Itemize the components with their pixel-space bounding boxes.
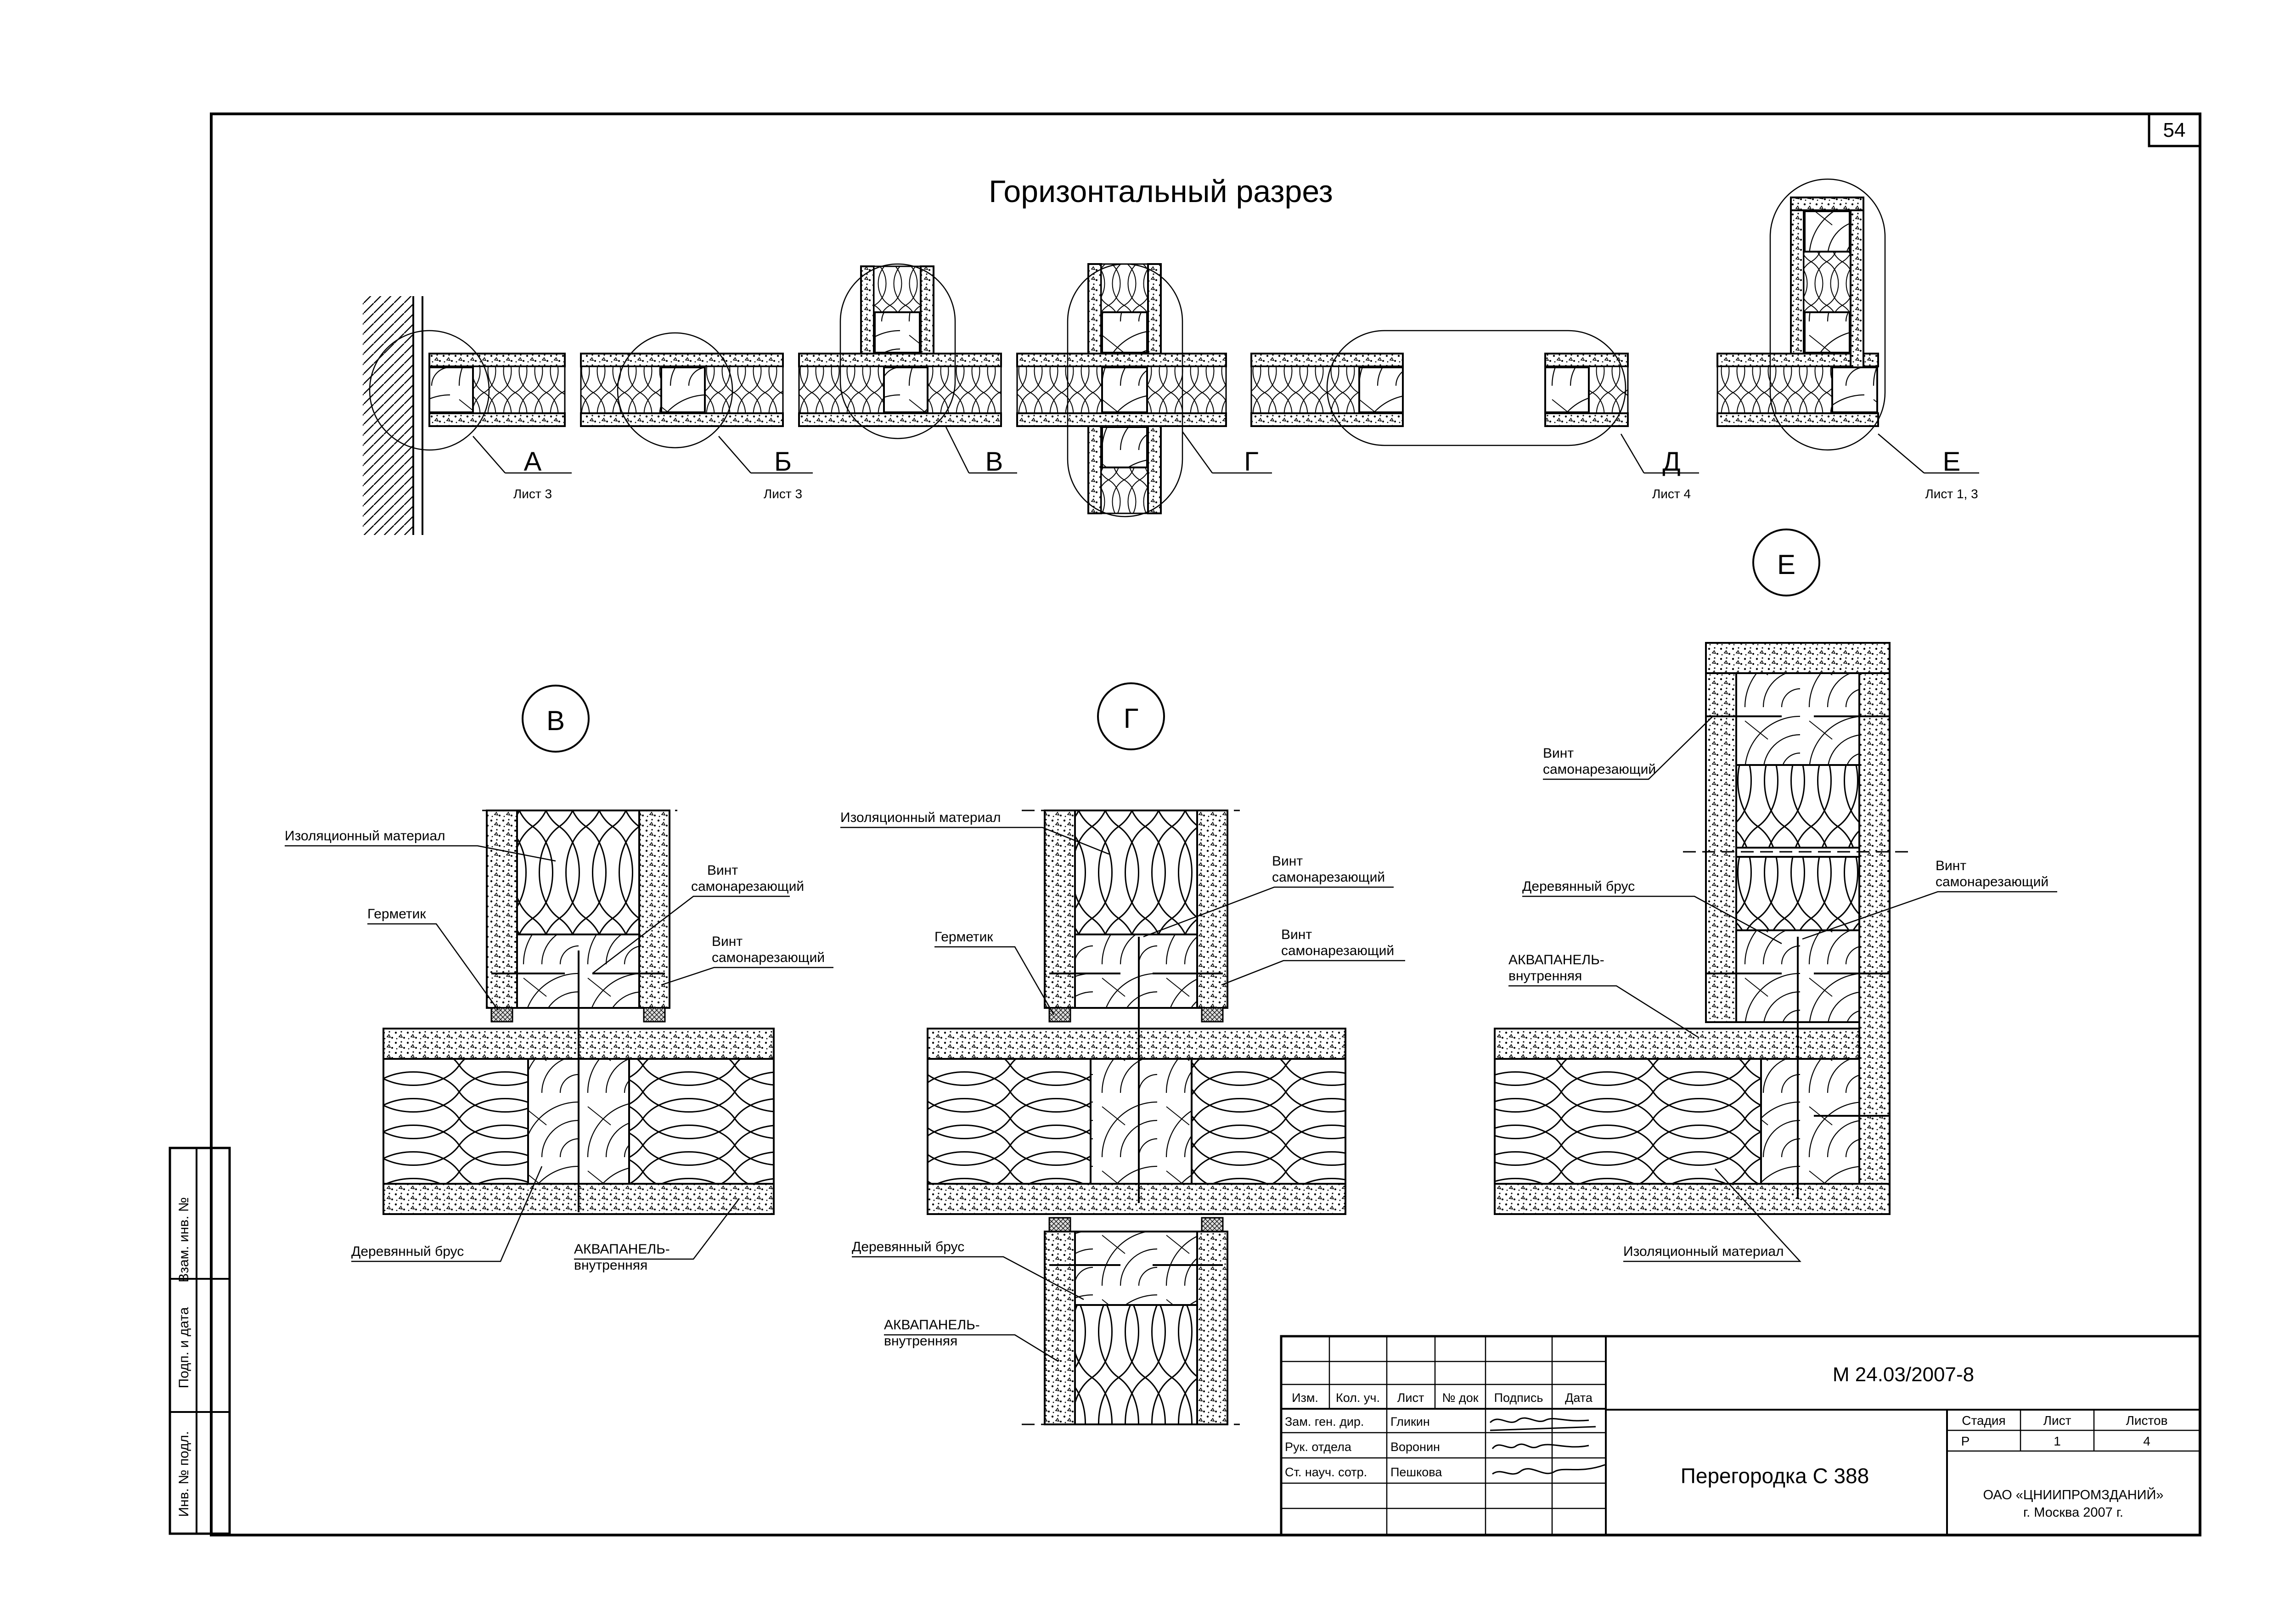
partition-segment-b — [580, 353, 784, 427]
callout-outline-d — [1326, 330, 1626, 446]
tb-name-3: Пешкова — [1390, 1465, 1442, 1479]
tb-role-1: Зам. ген. дир. — [1285, 1415, 1364, 1429]
page-number-box — [2148, 112, 2201, 147]
tb-role-2: Рук. отдела — [1285, 1440, 1352, 1454]
tb-sheet-label: Лист — [2043, 1413, 2071, 1428]
callout-circle-a — [369, 330, 490, 451]
detail-v-panel-label-a: АКВАПАНЕЛЬ- — [574, 1242, 670, 1257]
detail-e-insulation-label: Изоляционный материал — [1623, 1244, 1784, 1259]
side-stamp-col2: Подп. и дата — [176, 1307, 191, 1388]
tb-drawing-name: Перегородка С 388 — [1681, 1464, 1869, 1488]
detail-g-sealant-label: Герметик — [934, 929, 993, 945]
tb-header-4: № док — [1442, 1391, 1478, 1405]
partition-segment-g — [1016, 263, 1227, 514]
detail-g-screw2-label-a: Винт — [1281, 927, 1312, 942]
side-stamp: Взам. инв. № Подп. и дата Инв. № подл. — [169, 1147, 231, 1535]
tb-header-1: Изм. — [1292, 1391, 1318, 1405]
detail-g-beam-label: Деревянный брус — [852, 1239, 964, 1254]
detail-v-screw2-label-b: самонарезающий — [712, 950, 825, 965]
side-stamp-col3: Инв. № подл. — [176, 1431, 191, 1517]
tb-sheets: 4 — [2143, 1434, 2150, 1448]
node-letter-d: Д — [1662, 447, 1680, 477]
tb-org-line2: г. Москва 2007 г. — [2023, 1505, 2123, 1520]
detail-g-title: Г — [1124, 703, 1139, 734]
partition-segment-a — [428, 353, 566, 427]
partition-segment-d — [1250, 353, 1629, 427]
detail-g-panel-label-a: АКВАПАНЕЛЬ- — [884, 1317, 980, 1333]
node-letter-v: В — [985, 447, 1003, 477]
callout-outline-v — [839, 263, 956, 439]
detail-v-beam-label: Деревянный брус — [351, 1244, 464, 1259]
tb-name-1: Гликин — [1390, 1415, 1430, 1429]
tb-doc-code: М 24.03/2007-8 — [1833, 1363, 1974, 1386]
side-stamp-col1: Взам. инв. № — [176, 1197, 191, 1282]
node-letter-a: А — [524, 447, 542, 477]
detail-v-screw1-label-a: Винт — [707, 863, 738, 878]
tb-stage: Р — [1961, 1434, 1970, 1448]
callout-outline-g — [1067, 263, 1183, 518]
tb-sheets-label: Листов — [2126, 1413, 2168, 1428]
detail-e: Е Винт самонарезающий Деревянный брус Ви… — [1494, 529, 2057, 1262]
partition-segment-e — [1716, 197, 1879, 427]
detail-g: Г Изоляционный материал Герметик Винт са… — [840, 682, 1405, 1425]
callout-circle-b — [617, 332, 733, 449]
tb-sheet: 1 — [2054, 1434, 2061, 1448]
node-sheet-e: Лист 1, 3 — [1925, 487, 1978, 501]
partition-segment-v — [798, 265, 1002, 427]
tb-header-6: Дата — [1565, 1391, 1593, 1405]
tb-name-2: Воронин — [1390, 1440, 1440, 1454]
detail-g-panel-label-b: внутренняя — [884, 1333, 957, 1349]
tb-org-line1: ОАО «ЦНИИПРОМЗДАНИЙ» — [1983, 1487, 2164, 1502]
tb-role-3: Ст. науч. сотр. — [1285, 1465, 1367, 1479]
detail-v-screw1-label-b: самонарезающий — [691, 879, 804, 894]
detail-g-screw1-label-a: Винт — [1272, 854, 1303, 869]
plan-strip: А Лист 3 Б Лист 3 В — [363, 178, 1979, 535]
detail-g-screw1-label-b: самонарезающий — [1272, 870, 1385, 885]
node-letter-e: Е — [1943, 447, 1961, 477]
detail-v-sealant-label: Герметик — [367, 906, 426, 922]
detail-v: В Изоляционный материал Герметик Винт са… — [285, 685, 833, 1273]
page-title: Горизонтальный разрез — [989, 174, 1333, 209]
detail-g-insulation-label: Изоляционный материал — [840, 810, 1001, 825]
sheet-frame — [210, 112, 2201, 1536]
tb-header-5: Подпись — [1494, 1391, 1543, 1405]
detail-v-insulation-label: Изоляционный материал — [285, 828, 445, 844]
title-block: Изм. Кол. уч. Лист № док Подпись Дата За… — [1280, 1335, 2201, 1536]
detail-e-title: Е — [1777, 549, 1795, 580]
detail-g-screw2-label-b: самонарезающий — [1281, 943, 1394, 958]
detail-e-screw1-label-b: самонарезающий — [1543, 762, 1656, 777]
detail-e-panel-label-a: АКВАПАНЕЛЬ- — [1508, 952, 1604, 968]
detail-e-screw2-label-b: самонарезающий — [1936, 874, 2048, 889]
detail-e-beam-label: Деревянный брус — [1522, 879, 1635, 894]
tb-stage-label: Стадия — [1962, 1413, 2005, 1428]
detail-e-screw2-label-a: Винт — [1936, 858, 1966, 873]
node-sheet-d: Лист 4 — [1652, 487, 1691, 501]
node-sheet-b: Лист 3 — [764, 487, 802, 501]
node-letter-b: Б — [774, 447, 792, 477]
detail-e-screw1-label-a: Винт — [1543, 746, 1574, 761]
node-sheet-a: Лист 3 — [513, 487, 552, 501]
detail-v-panel-label-b: внутренняя — [574, 1258, 647, 1273]
callout-outline-e — [1769, 178, 1886, 451]
tb-header-2: Кол. уч. — [1336, 1391, 1380, 1405]
tb-header-3: Лист — [1397, 1391, 1424, 1405]
detail-e-panel-label-b: внутренняя — [1508, 968, 1582, 984]
detail-v-screw2-label-a: Винт — [712, 934, 743, 949]
node-letter-g: Г — [1244, 447, 1258, 477]
masonry-wall — [363, 296, 413, 535]
signatures — [1489, 1417, 1605, 1475]
page-number: 54 — [2163, 119, 2186, 141]
detail-v-title: В — [546, 705, 565, 736]
